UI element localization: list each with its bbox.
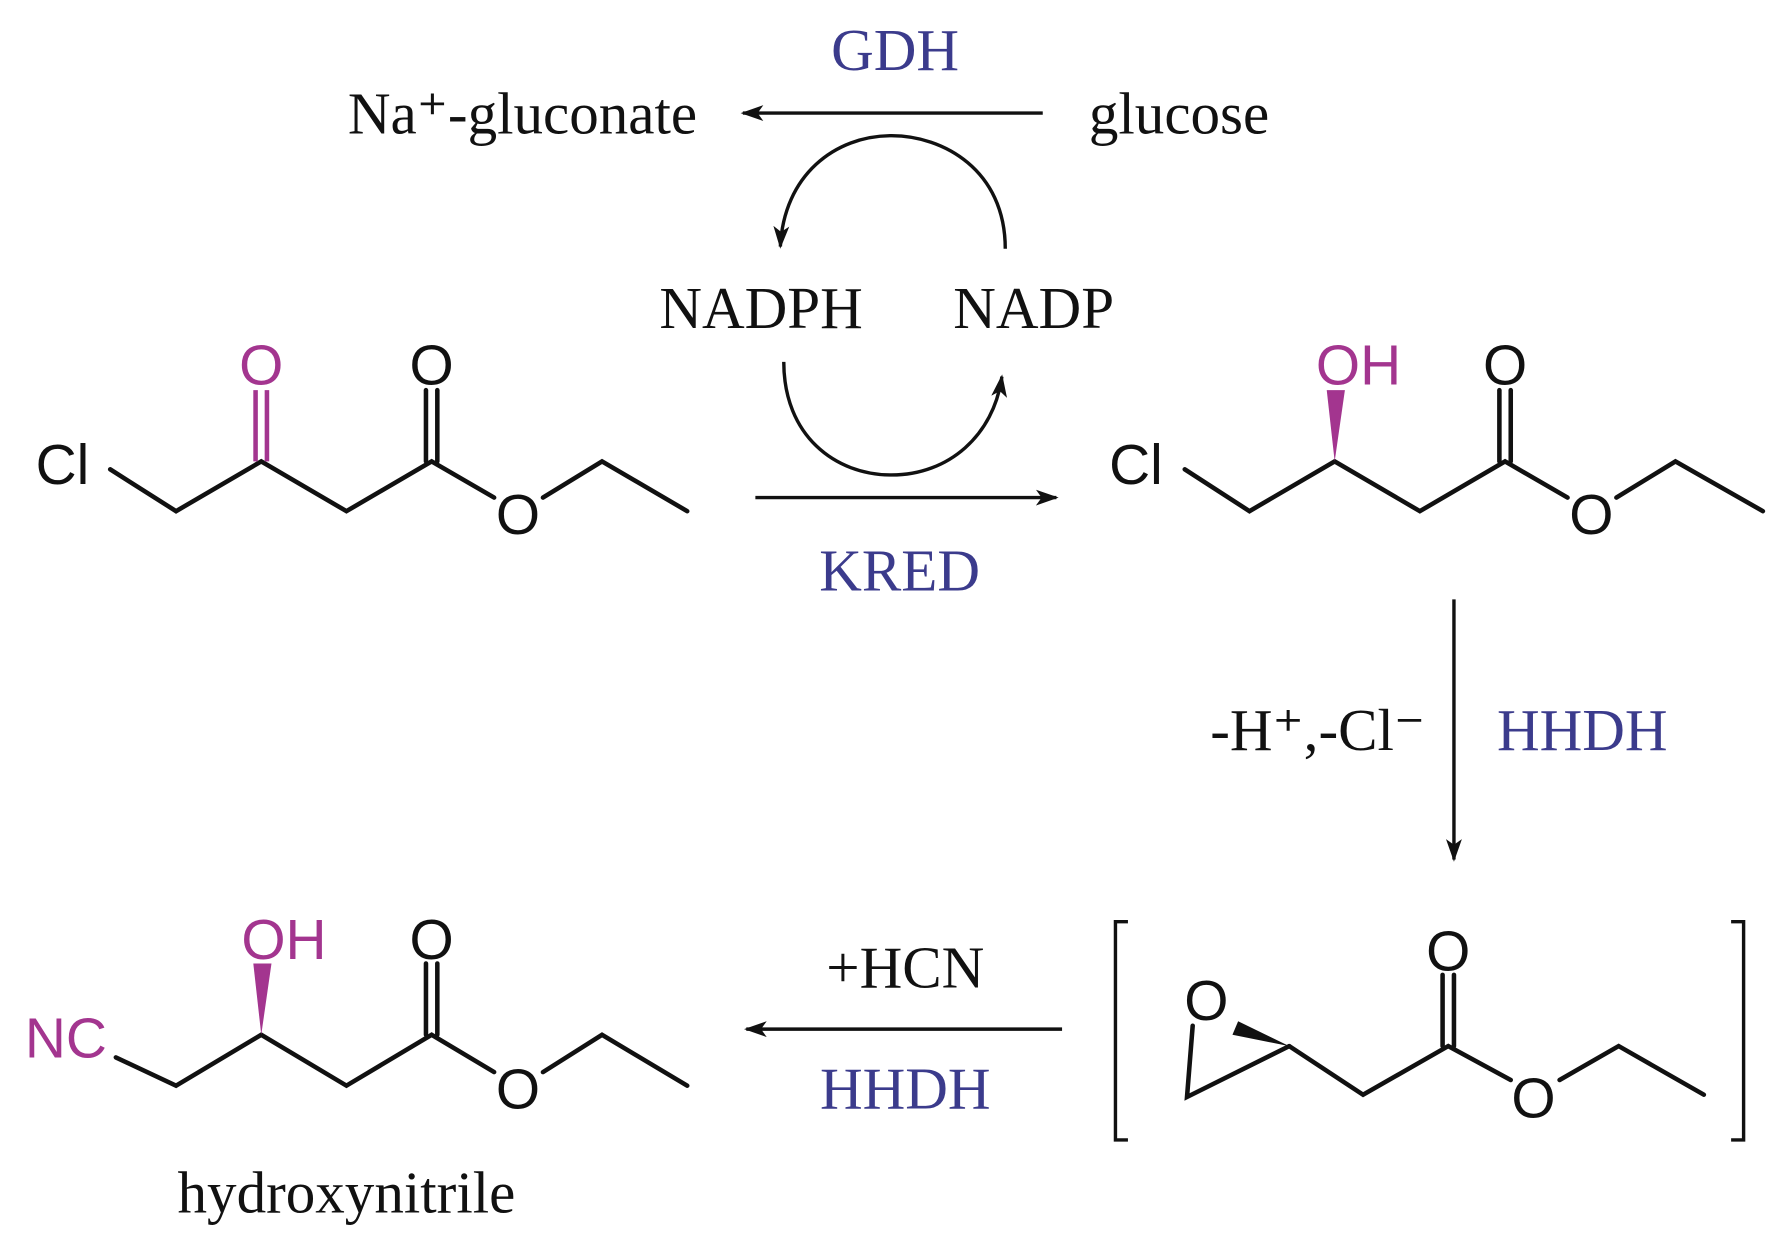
ketone-o-atom: O [239, 335, 283, 398]
gdh-label: GDH [831, 17, 959, 83]
kred-label: KRED [819, 537, 980, 603]
epoxide-o-atom: O [1184, 970, 1228, 1033]
chlorohydrin-molecule: Cl OH O O [1109, 335, 1766, 547]
ester-o-atom: O [1569, 484, 1613, 547]
glucose-label: glucose [1089, 81, 1269, 147]
ester-o-atom: O [496, 1058, 540, 1121]
ester-o-atom: O [1511, 1067, 1555, 1130]
cl-atom: Cl [36, 434, 90, 497]
nitrile-group: NC [25, 1008, 107, 1071]
carbonyl-o-atom: O [1426, 920, 1470, 983]
carbonyl-o-atom: O [410, 909, 454, 972]
hcn-label: +HCN [826, 934, 984, 1000]
cl-atom: Cl [1109, 434, 1163, 497]
nadph-label: NADPH [659, 275, 862, 341]
hhdh-label-1: HHDH [1497, 697, 1668, 763]
gluconate-label: Na⁺-gluconate [348, 81, 697, 147]
ester-o-atom: O [496, 484, 540, 547]
carbonyl-o-atom: O [1483, 335, 1527, 398]
cycle-lower-arrow [782, 361, 1007, 477]
hydroxynitrile-label: hydroxynitrile [178, 1159, 516, 1225]
cycle-upper-arrow [773, 134, 1007, 249]
substrate-molecule: Cl O O O [36, 335, 690, 547]
nadp-label: NADP [953, 275, 1114, 341]
hydroxynitrile-molecule: NC OH O O [25, 909, 690, 1121]
elimination-conditions: -H⁺,-Cl⁻ [1210, 697, 1425, 763]
epoxide-intermediate: O O O [1113, 919, 1746, 1142]
hhdh-label-2: HHDH [820, 1055, 991, 1121]
hydroxyl-atom: OH [241, 909, 326, 972]
carbonyl-o-atom: O [410, 335, 454, 398]
hydroxyl-atom: OH [1316, 335, 1401, 398]
